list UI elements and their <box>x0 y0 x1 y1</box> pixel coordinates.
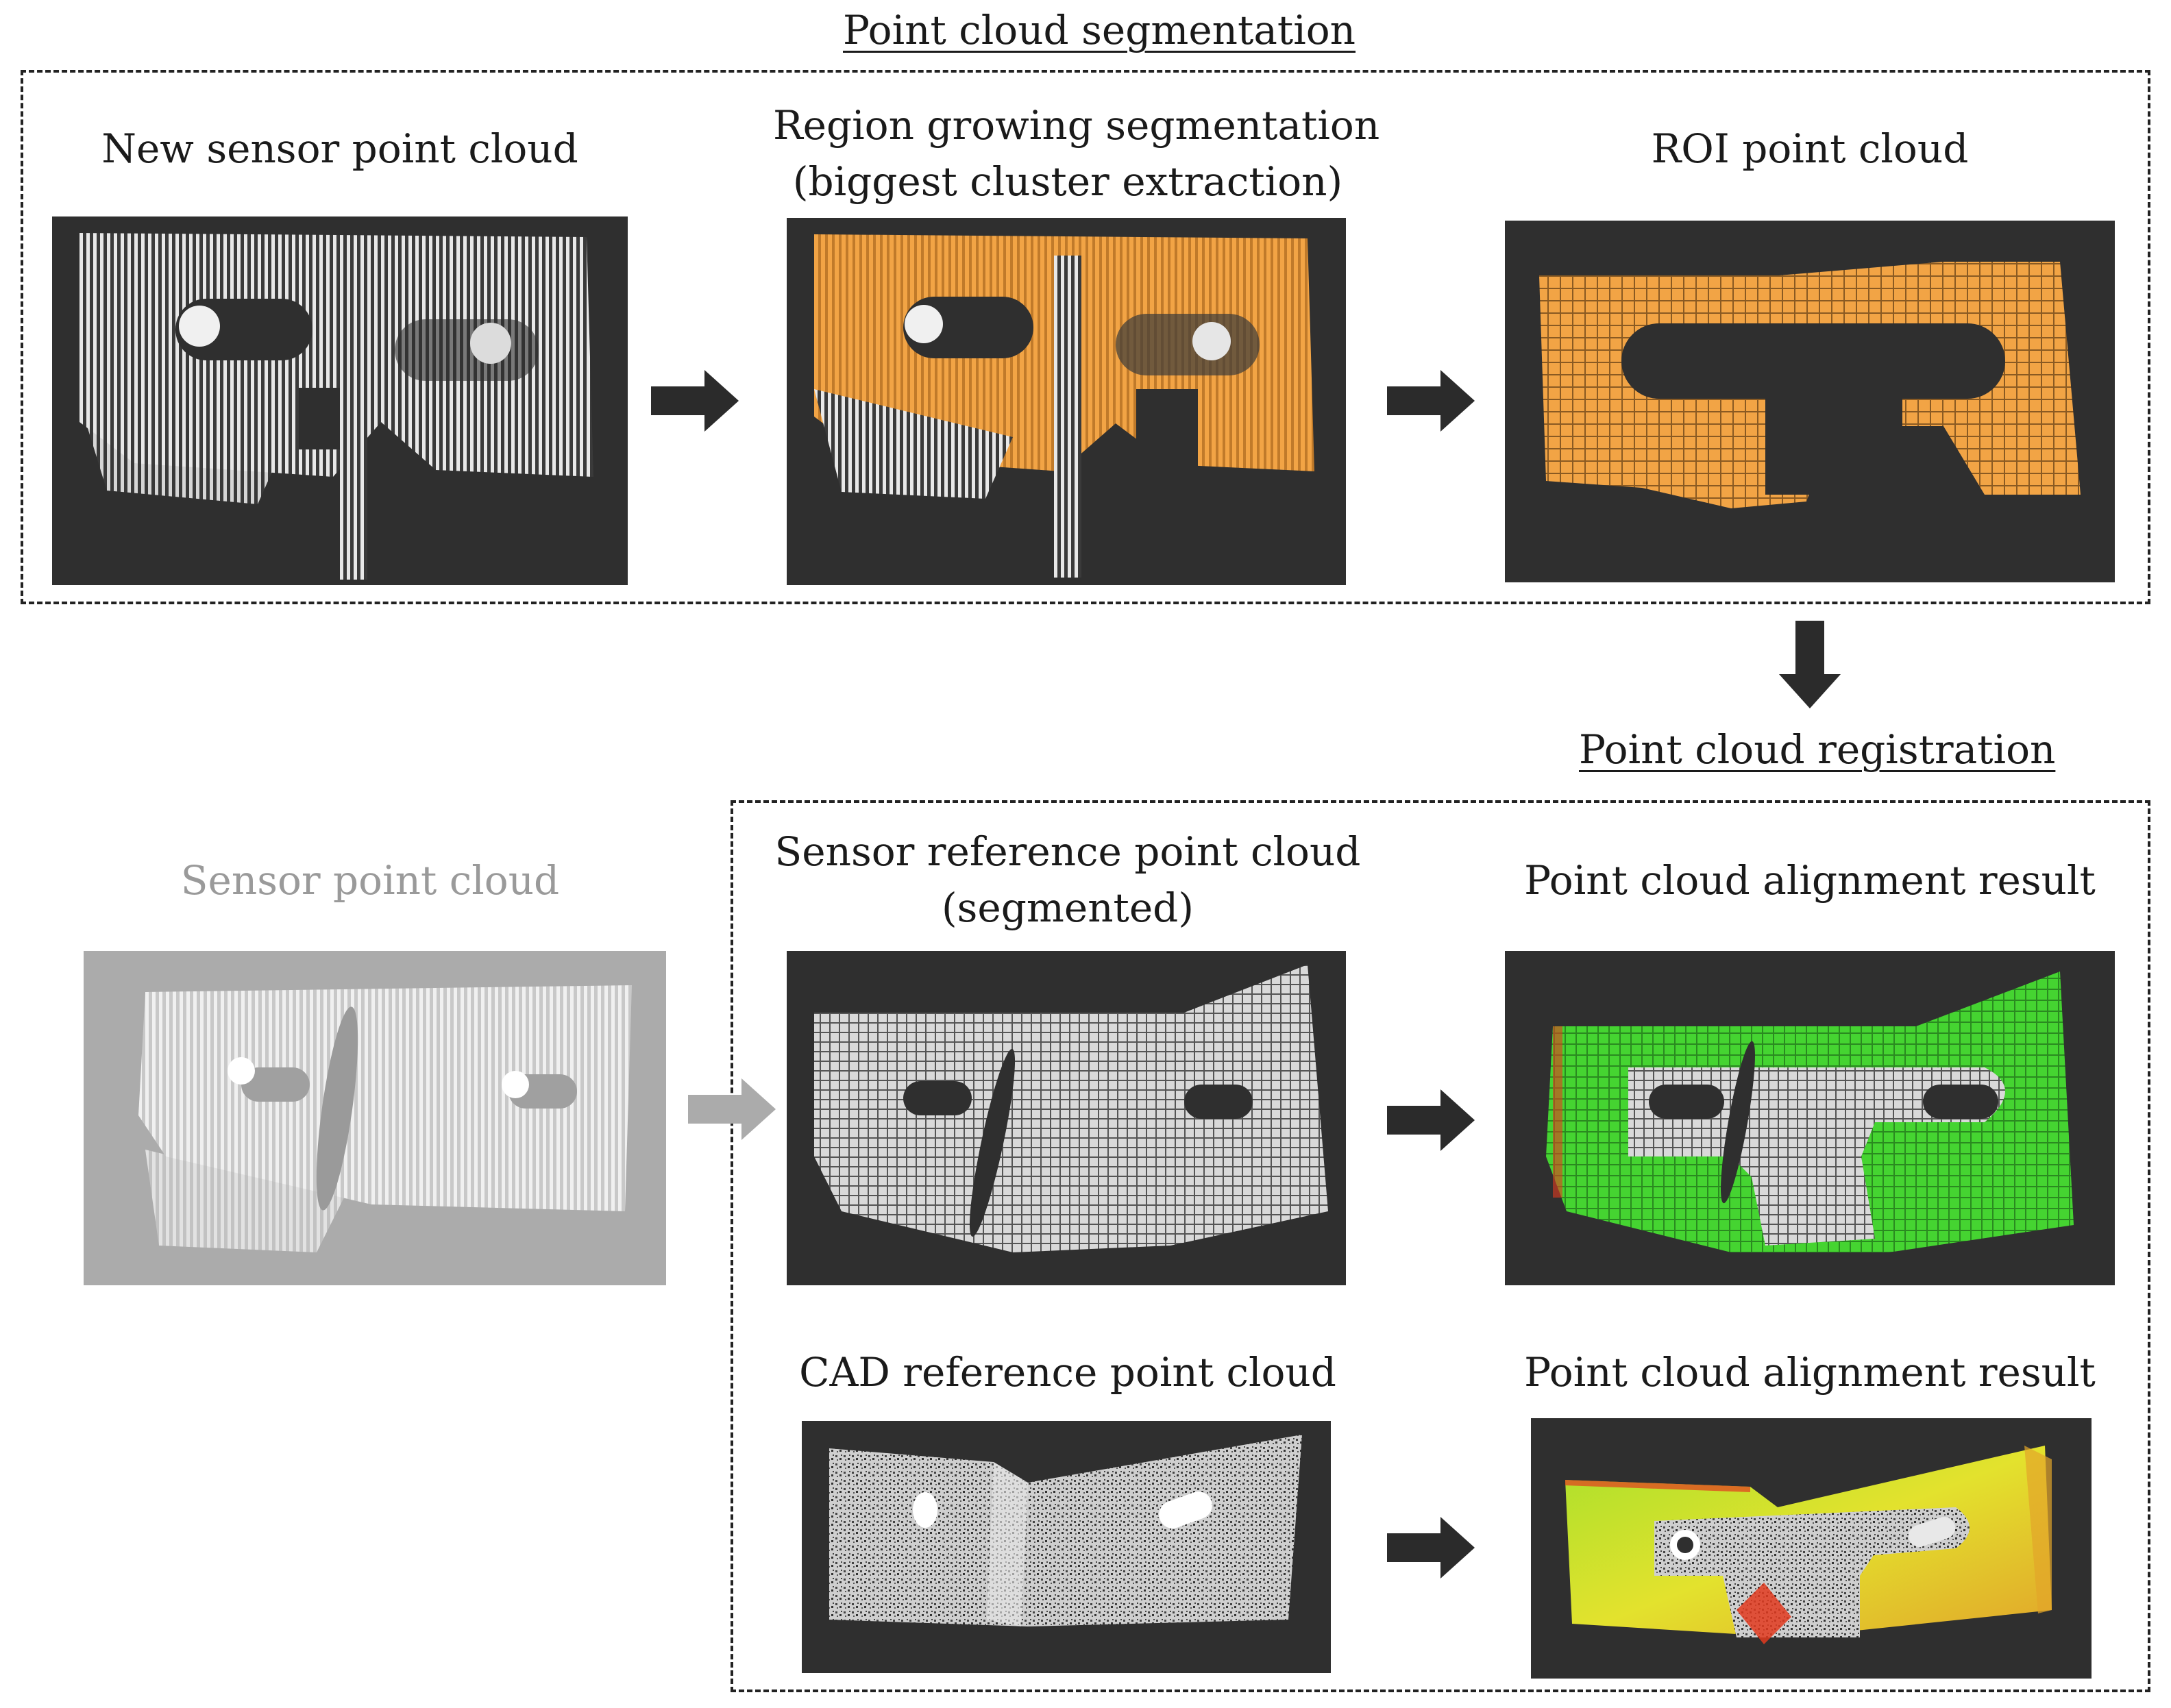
sensor-point-cloud-image <box>84 951 666 1285</box>
arrow-down <box>1779 621 1841 708</box>
new-sensor-point-cloud-image <box>52 216 628 585</box>
alignment-result-sensor-image <box>1505 951 2115 1285</box>
arrow-right-faded <box>688 1078 776 1140</box>
arrow-right-seg-1 <box>651 370 739 432</box>
panel-label-alignment-result-2: Point cloud alignment result <box>1524 1349 2096 1396</box>
panel-label-sensor-reference: Sensor reference point cloud (segmented) <box>774 828 1361 931</box>
roi-point-cloud-image <box>1505 221 2115 582</box>
panel-label-roi: ROI point cloud <box>1651 125 1969 172</box>
panel-label-new-sensor: New sensor point cloud <box>101 125 578 172</box>
segmentation-title: Point cloud segmentation <box>843 7 1356 53</box>
panel-label-region-growing: Region growing segmentation (biggest clu… <box>773 102 1380 205</box>
sensor-reference-point-cloud-image <box>787 951 1346 1285</box>
arrow-right-seg-2 <box>1387 370 1475 432</box>
arrow-right-reg-2 <box>1387 1517 1475 1579</box>
panel-label-sensor-point-cloud: Sensor point cloud <box>180 857 560 904</box>
segmentation-group <box>21 70 2150 604</box>
panel-label-alignment-result-1: Point cloud alignment result <box>1524 857 2096 904</box>
panel-label-cad-reference: CAD reference point cloud <box>799 1349 1336 1396</box>
alignment-result-cad-image <box>1531 1418 2092 1679</box>
region-growing-segmentation-image <box>787 218 1346 585</box>
registration-title: Point cloud registration <box>1579 726 2056 773</box>
registration-group <box>731 800 2150 1692</box>
cad-reference-point-cloud-image <box>802 1421 1331 1673</box>
arrow-right-reg-1 <box>1387 1089 1475 1151</box>
